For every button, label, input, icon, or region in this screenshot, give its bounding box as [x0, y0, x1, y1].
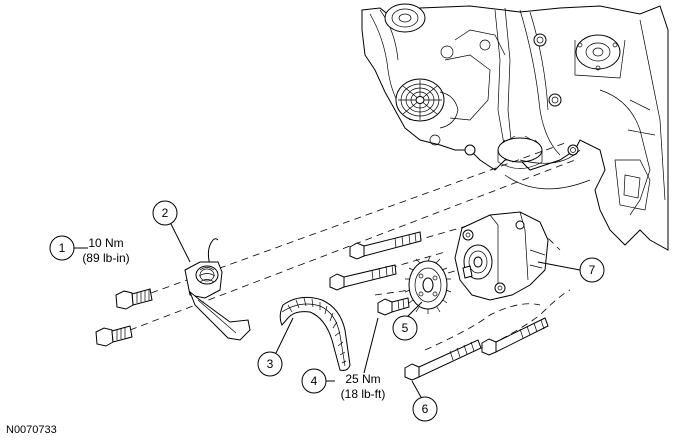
tensioner-bolt-lower: [95, 325, 133, 347]
callout-4-number: 4: [311, 374, 318, 388]
oil-pump-bolt-short: [377, 297, 410, 316]
callout-6: 6: [412, 396, 438, 422]
oil-pump-bolt-middle: [329, 264, 397, 291]
callout-4-torque-nm: 25 Nm: [345, 372, 380, 386]
callout-1-torque-nm: 10 Nm: [88, 236, 123, 250]
oil-pump-sprocket: [404, 256, 452, 314]
cover-bolts: [464, 33, 579, 156]
oil-pump: [454, 211, 549, 301]
callout-1: 1: [49, 235, 75, 261]
idler-pulley: [395, 78, 459, 129]
callout-2-number: 2: [162, 206, 169, 220]
callout-4: 4: [301, 368, 327, 394]
callout-4-torque-imperial: (18 lb-ft): [341, 387, 386, 401]
water-pump-pulley: [574, 34, 626, 79]
callout-1-number: 1: [59, 241, 66, 255]
callout-2: 2: [152, 200, 178, 226]
callout-7-number: 7: [589, 263, 596, 277]
tensioner-bolt-upper: [115, 288, 153, 310]
callout-5-number: 5: [402, 321, 409, 335]
crankshaft-sprocket: [497, 135, 591, 190]
oil-pump-chain: [279, 296, 351, 371]
chain-tensioner: [184, 238, 251, 341]
leader-lines: [74, 221, 581, 400]
oil-pump-bolt-long-lower: [404, 339, 482, 381]
callout-3: 3: [257, 351, 283, 377]
callout-3-number: 3: [267, 357, 274, 371]
callout-5: 5: [392, 315, 418, 341]
engine-block: [361, 3, 669, 251]
callout-7: 7: [579, 257, 605, 283]
top-pulley: [384, 3, 426, 33]
callout-1-torque-imperial: (89 lb-in): [82, 251, 129, 265]
oil-pump-bolt-long-right: [481, 317, 549, 356]
callout-6-number: 6: [422, 402, 429, 416]
figure-id: N0070733: [6, 424, 57, 436]
oil-pump-bolt-top: [349, 231, 422, 260]
